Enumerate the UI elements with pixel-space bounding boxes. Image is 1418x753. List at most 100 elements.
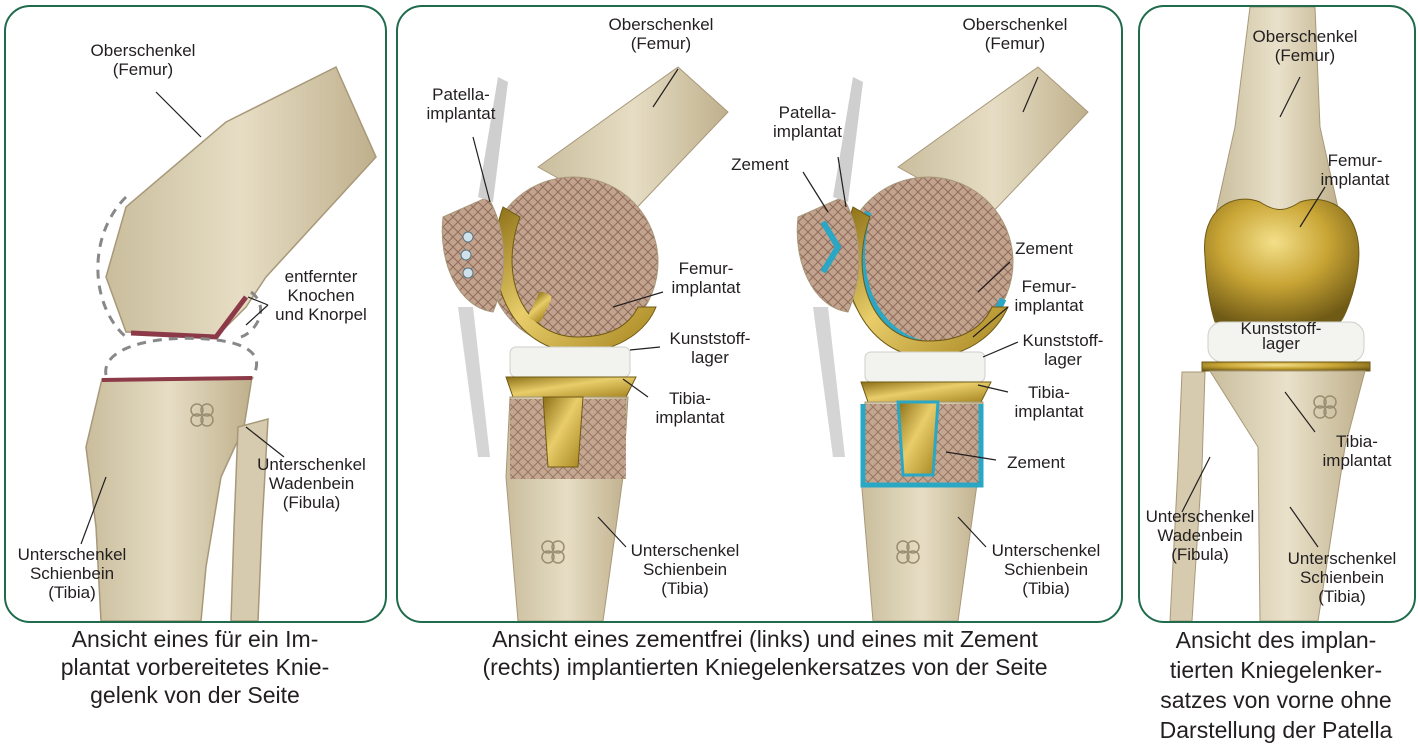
label-femur-front-line1: Oberschenkel xyxy=(1240,27,1370,46)
label-femur-left: Oberschenkel (Femur) xyxy=(596,15,726,53)
label-tibia-line1: Unterschenkel xyxy=(8,545,136,564)
caption-c-line4: Darstellung der Patella xyxy=(1138,715,1414,745)
tibia-tray-right xyxy=(861,382,991,402)
caption-c-line1: Ansicht des implan- xyxy=(1138,625,1414,655)
caption-a-line1: Ansicht eines für ein Im- xyxy=(40,625,350,653)
label-femimp-left-line1: Femur- xyxy=(666,259,746,278)
label-tibia-right-line2: Schienbein xyxy=(980,560,1112,579)
label-tibia-front-line3: (Tibia) xyxy=(1274,587,1410,606)
caption-b-line2: (rechts) implantierten Kniegelenkersatze… xyxy=(420,653,1110,681)
label-tibia-left-line2: Schienbein xyxy=(620,560,750,579)
label-tibia-left-line3: (Tibia) xyxy=(620,579,750,598)
label-femur-right-line1: Oberschenkel xyxy=(950,15,1080,34)
label-patella-left-line1: Patella- xyxy=(416,85,506,104)
label-patella-right-line1: Patella- xyxy=(760,103,855,122)
label-poly-bearing-left: Kunststoff- lager xyxy=(660,329,760,367)
label-femur-implant-left: Femur- implantat xyxy=(666,259,746,297)
patella-right xyxy=(797,197,858,312)
patellar-tendon-left xyxy=(458,307,490,457)
label-femimp-right-line1: Femur- xyxy=(1008,277,1090,296)
label-tibia: Unterschenkel Schienbein (Tibia) xyxy=(8,545,136,602)
label-tibia-front: Unterschenkel Schienbein (Tibia) xyxy=(1274,549,1410,606)
label-cement-femur-text: Zement xyxy=(1004,239,1084,258)
tibia-stem-right xyxy=(898,402,938,475)
label-tibia-right-line1: Unterschenkel xyxy=(980,541,1112,560)
label-tibimp-front-line1: Tibia- xyxy=(1312,432,1402,451)
label-femur-line2: (Femur) xyxy=(78,60,208,79)
tibia-stem-left xyxy=(543,397,583,467)
label-femur-front: Oberschenkel (Femur) xyxy=(1240,27,1370,65)
label-cement-tibia: Zement xyxy=(996,453,1076,472)
caption-a-line3: gelenk von der Seite xyxy=(40,681,350,709)
label-kunst-left-line2: lager xyxy=(660,348,760,367)
label-removed-line1: entfernter xyxy=(262,267,380,286)
label-tibia-front-line2: Schienbein xyxy=(1274,568,1410,587)
label-patella-right-line2: implantat xyxy=(760,122,855,141)
label-kunst-right-line1: Kunststoff- xyxy=(1010,331,1116,350)
label-fibula-line2: Wadenbein xyxy=(244,474,379,493)
caption-panel-b: Ansicht eines zementfrei (links) und ein… xyxy=(420,625,1110,681)
label-femur-left-line2: (Femur) xyxy=(596,34,726,53)
label-femur-line1: Oberschenkel xyxy=(78,41,208,60)
label-tibia-right-line3: (Tibia) xyxy=(980,579,1112,598)
caption-panel-c: Ansicht des implan- tierten Kniegelenker… xyxy=(1138,625,1414,745)
label-fibula-front-line3: (Fibula) xyxy=(1140,545,1260,564)
panel-implanted-knee-front: Oberschenkel (Femur) Femur- implantat Ku… xyxy=(1138,5,1416,623)
label-femimp-left-line2: implantat xyxy=(666,278,746,297)
panel-prepared-knee: Oberschenkel (Femur) entfernter Knochen … xyxy=(4,5,387,623)
tibia-tray-front xyxy=(1202,362,1370,371)
poly-bearing-right xyxy=(865,352,985,382)
tibia-tray-left xyxy=(506,377,636,397)
caption-a-line2: plantat vorbereitetes Knie- xyxy=(40,653,350,681)
label-kunst-front-line2: lager xyxy=(1226,336,1336,351)
label-tibia-line2: Schienbein xyxy=(8,564,136,583)
label-patella-left-line2: implantat xyxy=(416,104,506,123)
fibula-bone-front xyxy=(1170,372,1205,621)
label-poly-bearing-front: Kunststoff- lager xyxy=(1226,321,1336,351)
label-removed-line3: und Knorpel xyxy=(262,305,380,324)
label-patella-implant-right: Patella- implantat xyxy=(760,103,855,141)
label-tibia-front-line1: Unterschenkel xyxy=(1274,549,1410,568)
label-fibula-front-line1: Unterschenkel xyxy=(1140,507,1260,526)
caption-b-line1: Ansicht eines zementfrei (links) und ein… xyxy=(420,625,1110,653)
label-femur-implant-front: Femur- implantat xyxy=(1310,151,1400,189)
label-tibia-line3: (Tibia) xyxy=(8,583,136,602)
label-tibimp-left-line1: Tibia- xyxy=(646,389,734,408)
label-fibula-line3: (Fibula) xyxy=(244,493,379,512)
caption-c-line2: tierten Kniegelenker- xyxy=(1138,655,1414,685)
label-femimp-front-line2: implantat xyxy=(1310,170,1400,189)
label-cement-femur: Zement xyxy=(1004,239,1084,258)
label-femur-front-line2: (Femur) xyxy=(1240,46,1370,65)
label-tibia-implant-left: Tibia- implantat xyxy=(646,389,734,427)
label-femur-right-line2: (Femur) xyxy=(950,34,1080,53)
label-fibula-line1: Unterschenkel xyxy=(244,455,379,474)
label-femur-left-line1: Oberschenkel xyxy=(596,15,726,34)
poly-bearing-left xyxy=(510,347,630,377)
femur-implant-front xyxy=(1205,199,1359,322)
label-tibia-left-line1: Unterschenkel xyxy=(620,541,750,560)
label-fibula-front-line2: Wadenbein xyxy=(1140,526,1260,545)
label-fibula-front: Unterschenkel Wadenbein (Fibula) xyxy=(1140,507,1260,564)
label-cement-tibia-text: Zement xyxy=(996,453,1076,472)
label-tibimp-right-line2: implantat xyxy=(1004,402,1094,421)
label-tibia-left: Unterschenkel Schienbein (Tibia) xyxy=(620,541,750,598)
label-tibimp-right-line1: Tibia- xyxy=(1004,383,1094,402)
caption-panel-a: Ansicht eines für ein Im- plantat vorber… xyxy=(40,625,350,709)
label-kunst-right-line2: lager xyxy=(1010,350,1116,369)
label-femur-right: Oberschenkel (Femur) xyxy=(950,15,1080,53)
label-tibimp-front-line2: implantat xyxy=(1312,451,1402,470)
label-cement-patella-text: Zement xyxy=(720,155,800,174)
label-patella-implant-left: Patella- implantat xyxy=(416,85,506,123)
label-kunst-left-line1: Kunststoff- xyxy=(660,329,760,348)
removed-outline-tibia xyxy=(106,338,257,379)
panel-implanted-knee-side: Oberschenkel (Femur) Oberschenkel (Femur… xyxy=(396,5,1123,623)
label-tibia-implant-front: Tibia- implantat xyxy=(1312,432,1402,470)
label-femimp-right-line2: implantat xyxy=(1008,296,1090,315)
caption-c-line3: satzes von vorne ohne xyxy=(1138,685,1414,715)
patellar-tendon-right xyxy=(813,307,845,457)
label-tibimp-left-line2: implantat xyxy=(646,408,734,427)
label-cement-patella: Zement xyxy=(720,155,800,174)
fibula-bone xyxy=(231,419,268,621)
label-tibia-implant-right: Tibia- implantat xyxy=(1004,383,1094,421)
label-poly-bearing-right: Kunststoff- lager xyxy=(1010,331,1116,369)
